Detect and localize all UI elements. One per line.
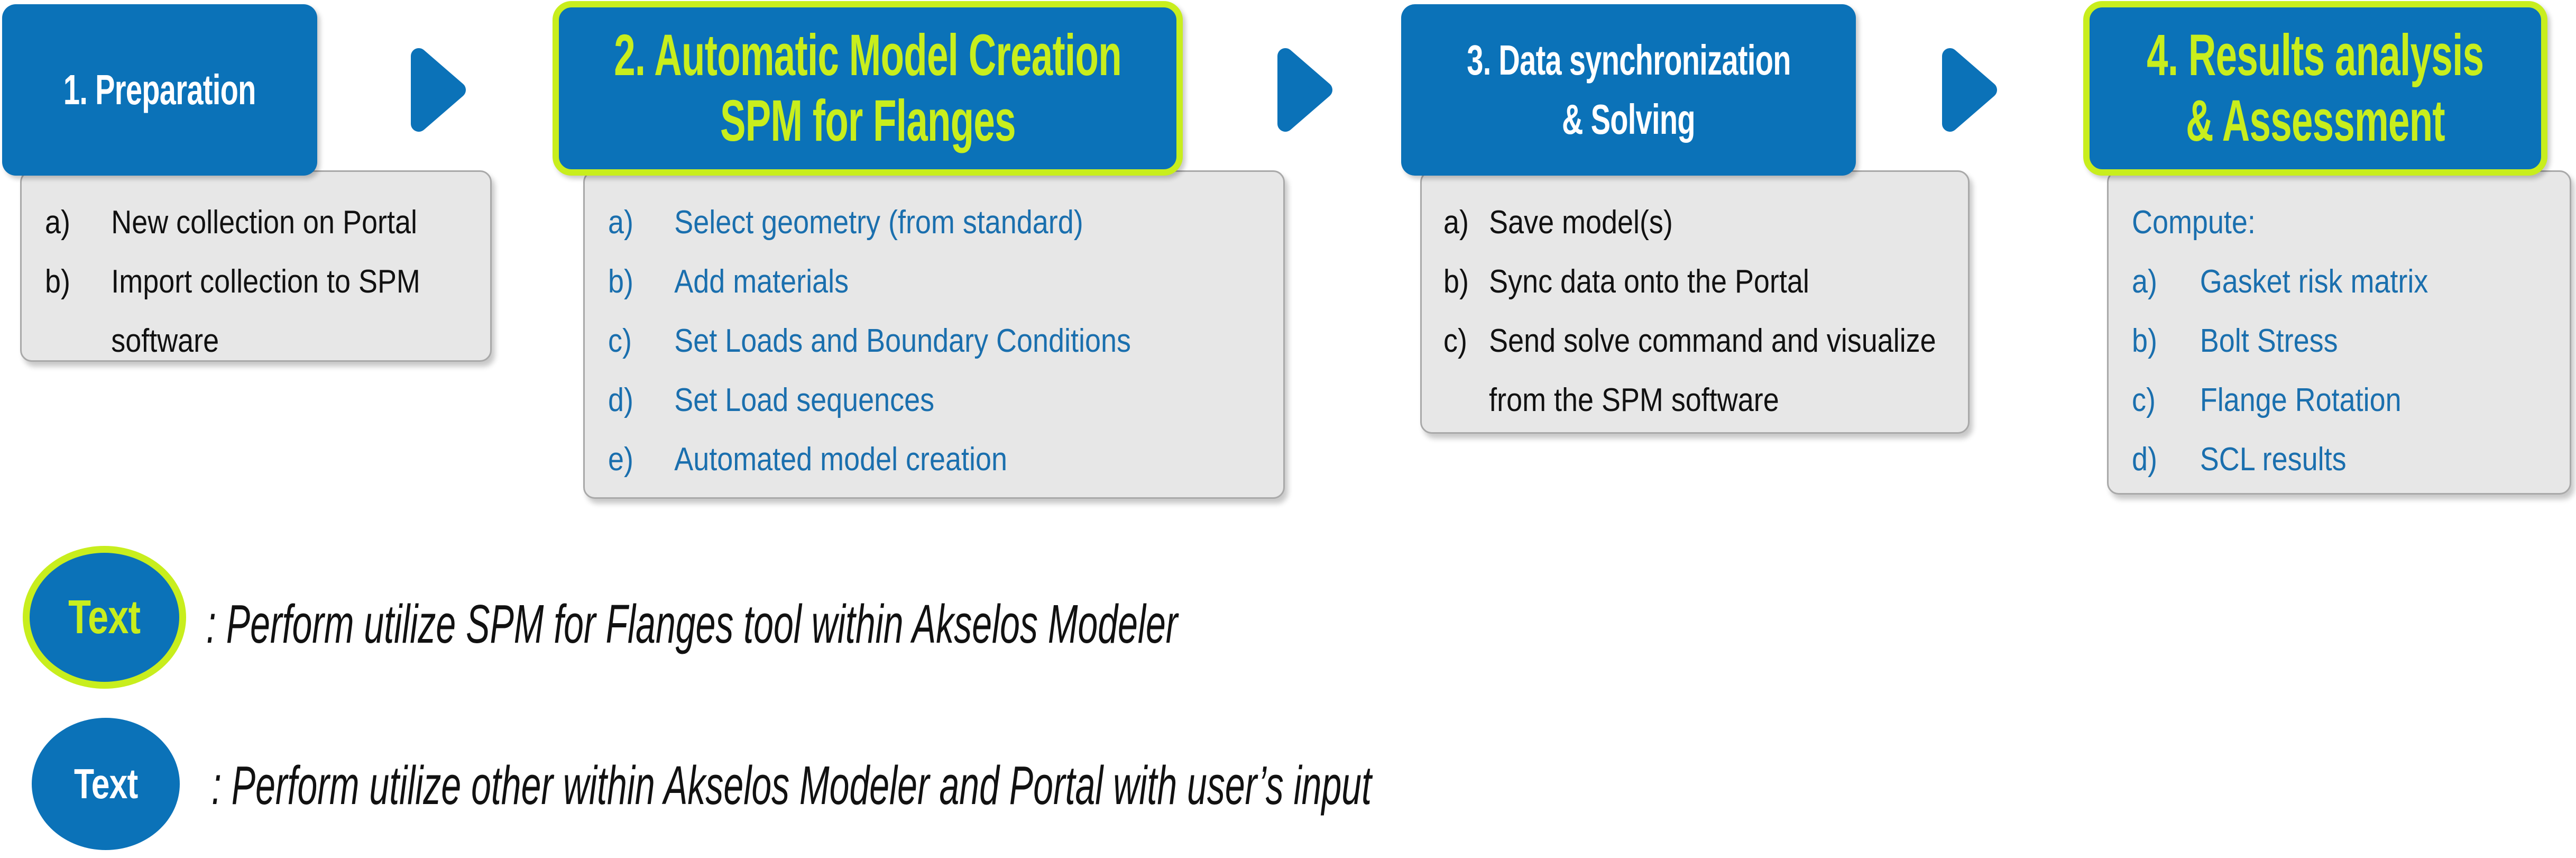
list-item-text: Set Load sequences — [674, 382, 935, 418]
legend-badge-label: Text — [68, 590, 141, 644]
step-2-header: 2. Automatic Model Creation SPM for Flan… — [553, 1, 1183, 176]
list-item: d) SCL results — [2132, 430, 2560, 489]
list-item-label: d) — [2132, 441, 2157, 478]
step-1-panel: a) New collection on Portal b) Import co… — [20, 170, 492, 362]
step-1-title: 1. Preparation — [63, 66, 256, 113]
legend-badge-label: Text — [73, 760, 138, 807]
list-item: b) Sync data onto the Portal — [1443, 252, 1939, 312]
list-item-label: b) — [1443, 263, 1469, 300]
list-item-text: Send solve command and visualize from th… — [1489, 323, 1936, 418]
step-2-title-line-2: SPM for Flanges — [720, 88, 1016, 153]
list-item-label: c) — [608, 323, 632, 359]
arrow-right-icon — [411, 48, 466, 132]
step-3-title-line-1: 3. Data synchronization — [1466, 36, 1791, 84]
list-item: b) Import collection to SPM software — [45, 252, 480, 360]
list-item-label: b) — [608, 263, 633, 300]
list-item: c) Set Loads and Boundary Conditions — [608, 312, 1271, 371]
step-4-title-line-1: 4. Results analysis — [2147, 23, 2484, 88]
compute-intro: Compute: — [2132, 204, 2256, 241]
legend-description-highlighted: : Perform utilize SPM for Flanges tool w… — [206, 594, 1178, 654]
list-item: c) Send solve command and visualize from… — [1443, 312, 1939, 430]
arrow-right-icon — [1277, 48, 1332, 132]
list-item-label: d) — [608, 382, 633, 418]
list-item-label: b) — [45, 263, 70, 300]
list-item-text: New collection on Portal — [111, 204, 417, 241]
list-item: a) New collection on Portal — [45, 193, 480, 252]
list-item-label: c) — [1443, 323, 1467, 359]
list-item: e) Automated model creation — [608, 430, 1271, 489]
legend-description-plain: : Perform utilize other within Akselos M… — [211, 755, 1372, 816]
list-item-text: Add materials — [674, 263, 849, 300]
list-item: a) Gasket risk matrix — [2132, 252, 2560, 312]
step-3-header: 3. Data synchronization & Solving — [1401, 4, 1856, 176]
list-item: a) Select geometry (from standard) — [608, 193, 1271, 252]
step-4-header: 4. Results analysis & Assessment — [2083, 1, 2547, 176]
list-item-text: Select geometry (from standard) — [674, 204, 1083, 241]
list-item: d) Set Load sequences — [608, 371, 1271, 430]
step-4-panel: Compute: a) Gasket risk matrix b) Bolt S… — [2107, 170, 2571, 495]
step-2-panel: a) Select geometry (from standard) b) Ad… — [583, 170, 1285, 499]
list-item-label: a) — [1443, 204, 1469, 241]
list-item-text: Flange Rotation — [2200, 382, 2402, 418]
legend-badge-highlighted: Text — [23, 546, 186, 689]
list-item: b) Bolt Stress — [2132, 312, 2560, 371]
list-item-text: Automated model creation — [674, 441, 1007, 478]
step-3-panel: a) Save model(s) b) Sync data onto the P… — [1420, 170, 1970, 434]
list-item: a) Save model(s) — [1443, 193, 1939, 252]
list-item-label: b) — [2132, 323, 2157, 359]
list-item-label: c) — [2132, 382, 2156, 418]
step-1-header: 1. Preparation — [2, 4, 317, 176]
list-item: c) Flange Rotation — [2132, 371, 2560, 430]
list-item-text: Gasket risk matrix — [2200, 263, 2428, 300]
step-2-title-line-1: 2. Automatic Model Creation — [614, 23, 1121, 88]
list-item-text: Import collection to SPM software — [111, 263, 420, 359]
list-item: b) Add materials — [608, 252, 1271, 312]
step-4-title-line-2: & Assessment — [2186, 88, 2445, 153]
step-3-title-line-2: & Solving — [1562, 96, 1696, 143]
list-item-label: e) — [608, 441, 633, 478]
arrow-right-icon — [1942, 48, 1997, 132]
list-item-label: a) — [608, 204, 633, 241]
list-item-text: Sync data onto the Portal — [1489, 263, 1809, 300]
list-item-text: SCL results — [2200, 441, 2347, 478]
list-item-label: a) — [45, 204, 70, 241]
list-item-text: Set Loads and Boundary Conditions — [674, 323, 1131, 359]
legend-badge-plain: Text — [32, 718, 180, 850]
list-item-label: a) — [2132, 263, 2157, 300]
list-item-text: Save model(s) — [1489, 204, 1673, 241]
list-item-text: Bolt Stress — [2200, 323, 2338, 359]
